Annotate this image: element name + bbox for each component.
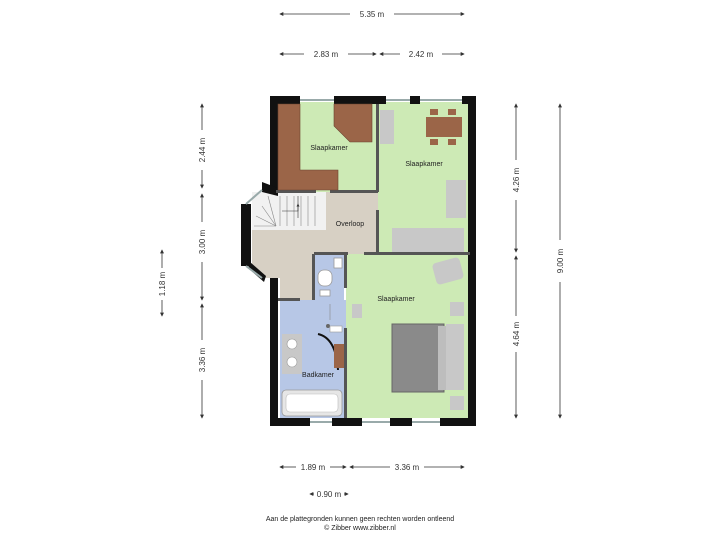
dim-right-bottom: 4.64 m (512, 321, 521, 346)
interior-walls (276, 104, 470, 418)
dim-bottom-right: 3.36 m (395, 463, 420, 472)
room-label-landing: Overloop (336, 221, 365, 228)
wall-top-mid (334, 96, 386, 104)
dim-top-right: 2.42 m (409, 50, 434, 59)
dim-right-top: 4.26 m (512, 167, 521, 192)
bathroom-furniture (281, 304, 344, 417)
wall-left-top (270, 96, 278, 188)
room-label-bedroom-top-left: Slaapkamer (310, 145, 348, 152)
dim-left-outer: 1.18 m (158, 271, 167, 296)
wall-left-bottom (270, 278, 278, 426)
wall-bay-left (241, 204, 251, 266)
footer-disclaimer: Aan de plattegronden kunnen geen rechten… (265, 516, 455, 523)
dim-left-mid: 3.00 m (198, 229, 207, 254)
wall-bottom-mid2 (390, 418, 412, 426)
room-label-bedroom-bottom: Slaapkamer (377, 296, 415, 303)
wardrobe-top-left (277, 103, 373, 191)
cabinet (380, 110, 394, 144)
armchair (432, 257, 464, 285)
footer-credit: © Zibber www.zibber.nl (324, 525, 396, 532)
dimension-labels: 5.35 m 2.83 m 2.42 m 2.44 m 3.00 m 3.36 … (158, 10, 565, 499)
wall-right (468, 96, 476, 426)
dim-bottom-left: 1.89 m (301, 463, 326, 472)
dim-left-top: 2.44 m (198, 137, 207, 162)
toilet (317, 257, 343, 297)
dimension-lines (160, 12, 562, 496)
windows (245, 99, 462, 423)
dining-table (426, 117, 462, 137)
wall-top-pillar (410, 96, 420, 104)
dim-right-total: 9.00 m (556, 248, 565, 273)
double-bed (392, 324, 444, 392)
dim-top-left: 2.83 m (314, 50, 339, 59)
furniture-bottom-bedroom (352, 257, 464, 410)
room-label-bathroom: Badkamer (302, 372, 335, 379)
dim-left-bottom: 3.36 m (198, 347, 207, 372)
walls (241, 96, 476, 426)
wall-bottom-mid (332, 418, 362, 426)
dim-top-total: 5.35 m (360, 10, 385, 19)
wall-bay-top (262, 182, 278, 196)
room-labels: Slaapkamer Slaapkamer Overloop Slaapkame… (302, 145, 443, 379)
staircase (254, 195, 316, 227)
room-label-bedroom-top-right: Slaapkamer (405, 161, 443, 168)
wall-bottom-right (440, 418, 476, 426)
furniture-top-right (380, 109, 466, 252)
wall-top-left (270, 96, 300, 104)
wall-bottom-left (270, 418, 310, 426)
dim-bottom-small: 0.90 m (317, 490, 342, 499)
